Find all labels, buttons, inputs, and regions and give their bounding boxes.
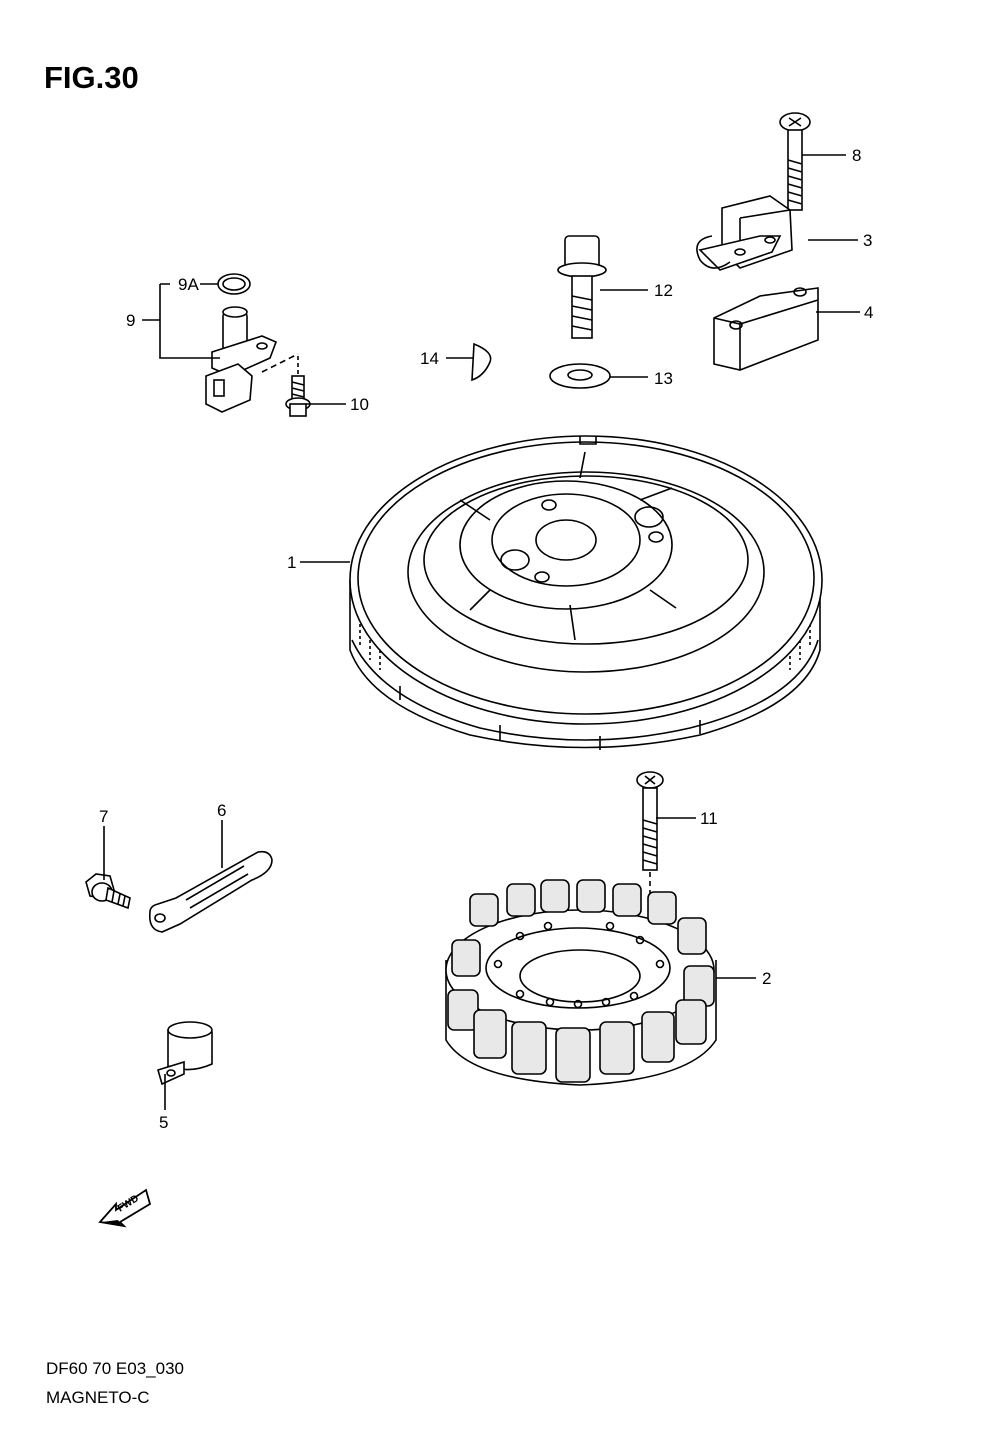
callout-labels: 8 3 4 12 13 14 9A 9 10 1 11 2 6 7 5 [99,146,873,1132]
part-4-spacer-block [713,287,819,371]
fwd-arrow-icon: FWD [98,1188,152,1228]
callout-6: 6 [217,801,226,820]
part-1-flywheel-rotor [349,435,823,750]
part-14-key [471,342,492,382]
callout-4: 4 [864,303,873,322]
part-13-washer [549,363,611,389]
figure-name: MAGNETO-C [46,1388,150,1407]
callout-9: 9 [126,311,135,330]
part-7-flange-bolt [85,873,131,910]
callout-14: 14 [420,349,439,368]
callout-1: 1 [287,553,296,572]
callout-3: 3 [863,231,872,250]
part-12-flange-bolt [557,235,607,339]
callout-7: 7 [99,807,108,826]
part-9-sensor [205,306,299,413]
leader-lines [103,154,860,1110]
callout-11: 11 [700,809,718,828]
part-9a-o-ring [217,273,251,295]
callout-12: 12 [654,281,673,300]
figure-code: DF60 70 E03_030 [46,1359,184,1378]
part-6-lead-wire-clamp [148,850,273,933]
figure-title: FIG.30 [44,60,139,95]
part-11-screw [636,771,664,940]
part-2-stator-coil [445,879,717,1086]
part-5-clamp [157,1021,213,1086]
callout-2: 2 [762,969,771,988]
part-8-screw [779,112,811,211]
callout-10: 10 [350,395,369,414]
part-3-pulser-coil [696,195,793,271]
part-10-bolt [285,356,311,417]
callout-8: 8 [852,146,861,165]
callout-9a: 9A [178,275,199,294]
callout-5: 5 [159,1113,168,1132]
callout-13: 13 [654,369,673,388]
